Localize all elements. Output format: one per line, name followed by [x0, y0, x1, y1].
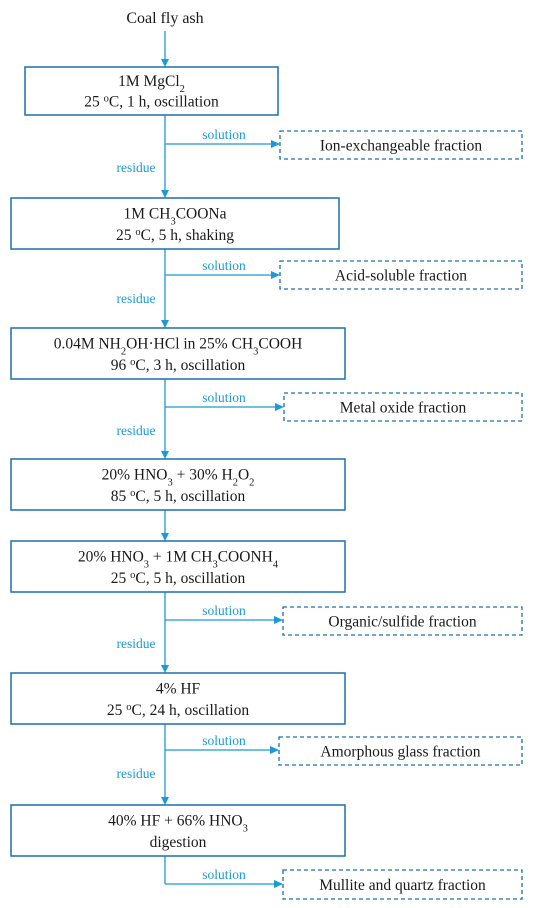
residue-label: residue — [117, 766, 156, 781]
step-connector-arrow — [161, 451, 169, 459]
residue-label: residue — [117, 291, 156, 306]
step-box-frame — [10, 804, 346, 857]
step-box-frame — [10, 458, 346, 511]
step-condition-text: 25 oC, 1 h, oscillation — [84, 93, 219, 111]
start-arrow-head — [161, 59, 169, 67]
step-connector-arrow — [161, 533, 169, 541]
residue-label: residue — [117, 423, 156, 438]
solution-branch-arrow — [271, 140, 280, 148]
step-reagent-text: 0.04M NH2OH·HCl in 25% CH3COOH — [54, 335, 303, 357]
fraction-label: Mullite and quartz fraction — [319, 877, 486, 894]
fraction-box-1: Ion-exchangeable fraction — [279, 130, 523, 160]
step-condition-text: digestion — [150, 834, 207, 851]
step-box-frame — [10, 672, 346, 725]
step-box-frame — [10, 327, 346, 380]
step-box-frame — [10, 540, 346, 593]
solution-label: solution — [202, 127, 246, 142]
step-connector-arrow — [161, 665, 169, 673]
step-box-6: 4% HF 25 oC, 24 h, oscillation — [10, 672, 346, 725]
step-reagent-text: 20% HNO3 + 30% H2O2 — [102, 466, 255, 488]
fraction-box-6: Mullite and quartz fraction — [282, 869, 523, 900]
fraction-box-frame — [279, 130, 523, 160]
step-condition-text: 96 oC, 3 h, oscillation — [111, 356, 246, 374]
step-connector-arrow — [161, 190, 169, 198]
fraction-label: Metal oxide fraction — [340, 400, 467, 417]
fraction-box-frame — [283, 392, 523, 422]
residue-label: residue — [117, 636, 156, 651]
step-box-frame — [10, 197, 340, 250]
fraction-label: Amorphous glass fraction — [320, 744, 480, 761]
step-reagent-text: 20% HNO3 + 1M CH3COONH4 — [78, 548, 279, 570]
flow-lines — [161, 31, 284, 888]
step-condition-text: 25 oC, 5 h, shaking — [116, 226, 234, 244]
flow-labels: solution solution solution solution solution… — [117, 127, 246, 882]
residue-label: residue — [117, 160, 156, 175]
fraction-box-4: Organic/sulfide fraction — [282, 606, 523, 636]
step-condition-text: 85 oC, 5 h, oscillation — [111, 487, 246, 505]
solution-label: solution — [202, 390, 246, 405]
solution-label: solution — [202, 867, 246, 882]
fraction-label: Acid-soluble fraction — [335, 268, 467, 285]
fraction-label: Organic/sulfide fraction — [328, 614, 476, 631]
step-condition-text: 25 oC, 5 h, oscillation — [111, 569, 246, 587]
step-reagent-text: 4% HF — [156, 680, 201, 697]
step-reagent-text: 1M MgCl2 — [118, 73, 185, 95]
step-reagent-text: 40% HF + 66% HNO3 — [108, 812, 248, 834]
fraction-label: Ion-exchangeable fraction — [320, 138, 482, 155]
fraction-box-frame — [279, 260, 523, 290]
solution-branch-arrow — [271, 271, 280, 279]
fraction-box-frame — [282, 606, 523, 636]
fraction-box-5: Amorphous glass fraction — [278, 736, 523, 766]
start-label: Coal fly ash — [126, 10, 203, 27]
fraction-box-frame — [282, 869, 523, 900]
solution-branch-arrow — [270, 746, 279, 754]
solution-label: solution — [202, 733, 246, 748]
fraction-box-2: Acid-soluble fraction — [279, 260, 523, 290]
step-box-frame — [24, 66, 279, 116]
solution-label: solution — [202, 603, 246, 618]
solution-branch-arrow — [274, 880, 283, 888]
step-connector-arrow — [161, 320, 169, 328]
solution-label: solution — [202, 258, 246, 273]
fraction-box-3: Metal oxide fraction — [283, 392, 523, 422]
step-condition-text: 25 oC, 24 h, oscillation — [107, 701, 249, 719]
step-reagent-text: 1M CH3COONa — [123, 205, 226, 227]
solution-branch-arrow — [274, 616, 283, 624]
step-connector-arrow — [161, 797, 169, 805]
solution-branch-arrow — [275, 403, 284, 411]
fraction-box-frame — [278, 736, 523, 766]
